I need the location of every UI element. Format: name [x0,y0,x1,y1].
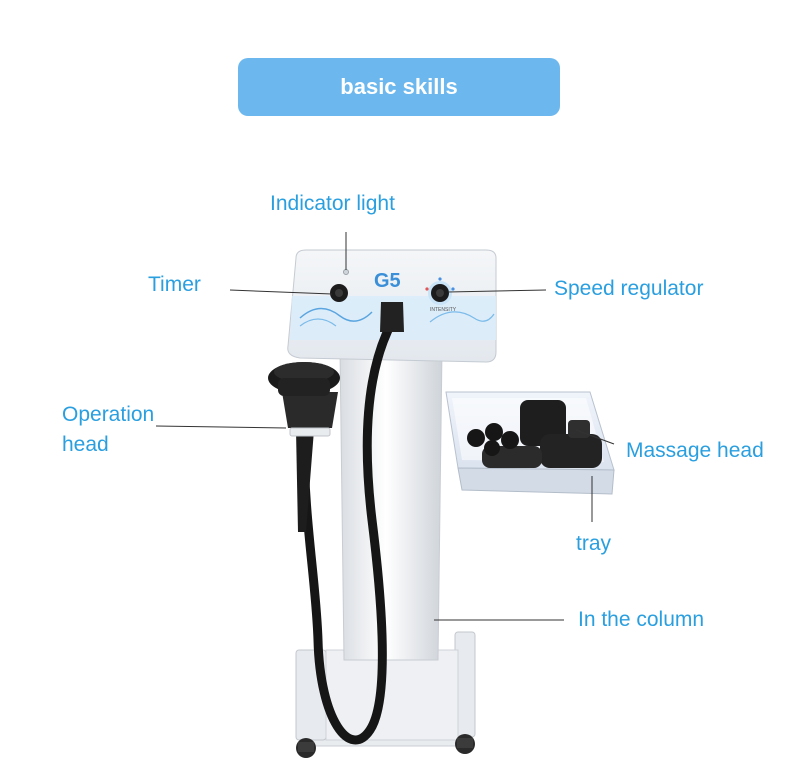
label-massage-head: Massage head [626,439,764,462]
label-timer: Timer [148,273,201,296]
label-column: In the column [578,608,705,631]
label-speed-regulator: Speed regulator [554,277,704,300]
knob-label-text: INTENSITY [430,307,457,313]
handle-and-cable [268,302,404,745]
leader-lines [155,232,615,621]
label-operation-head-line2: head [62,433,109,456]
machine-column [339,349,443,661]
label-tray: tray [576,532,612,555]
model-text: G5 [374,270,401,292]
title-banner: basic skills [238,58,560,116]
title-text: basic skills [340,74,458,99]
massage-heads-shape [467,400,602,468]
label-indicator-light: Indicator light [270,192,395,215]
label-operation-head-line1: Operation [62,403,155,426]
